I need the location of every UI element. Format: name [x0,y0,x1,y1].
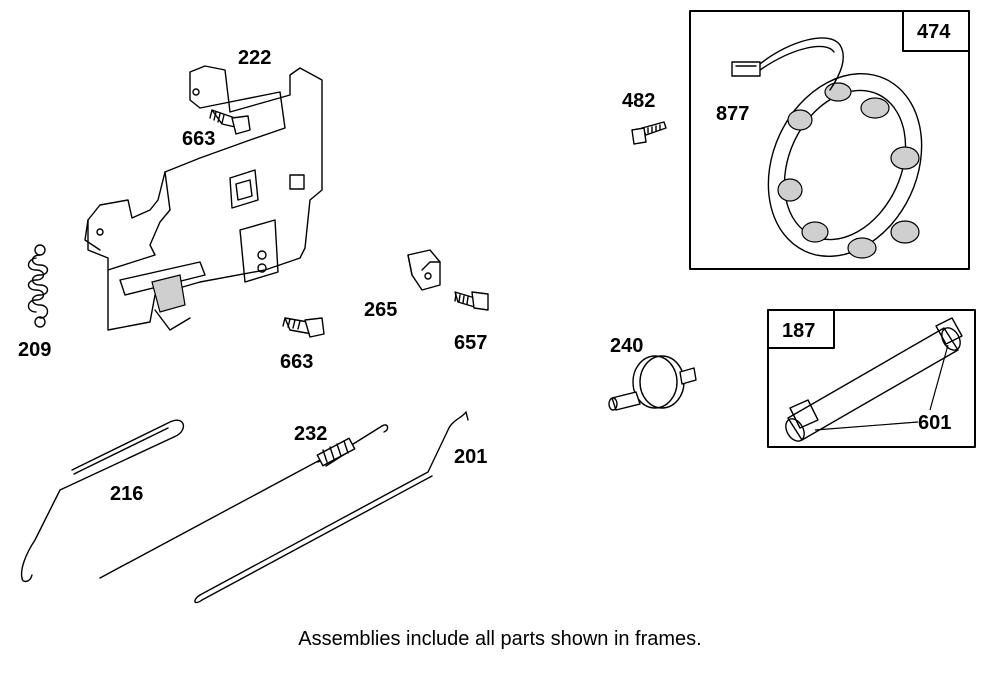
label-474: 474 [917,21,951,43]
label-657: 657 [454,332,487,354]
screw-482-drawing [631,121,667,145]
label-209: 209 [18,339,51,361]
bolt-663-upper-drawing [209,109,251,135]
fuel-line-frame-187 [767,309,976,448]
leader-601-a [814,421,919,431]
leader-601-b [929,344,949,411]
fuel-line-drawing [785,317,963,442]
bolt-663-lower-drawing [282,317,325,338]
label-601: 601 [918,412,951,434]
label-222: 222 [238,47,271,69]
label-240: 240 [610,335,643,357]
label-265: 265 [364,299,397,321]
clip-265-drawing [407,249,441,291]
label-187: 187 [782,320,815,342]
screw-657-drawing [454,291,489,311]
fuel-filter-240-drawing [608,355,697,411]
link-201-drawing [194,411,469,604]
label-663-lower: 663 [280,351,313,373]
stator-drawing [731,37,923,259]
label-201: 201 [454,446,487,468]
label-216: 216 [110,483,143,505]
label-232: 232 [294,423,327,445]
stator-frame-474 [689,10,970,270]
label-482: 482 [622,90,655,112]
governor-spring-209-drawing [27,244,49,328]
link-216-drawing [20,419,185,583]
spring-link-232-drawing [99,424,389,579]
label-663-upper: 663 [182,128,215,150]
label-877: 877 [716,103,749,125]
assembly-footnote: Assemblies include all parts shown in fr… [298,628,702,650]
control-bracket-drawing [84,65,323,331]
callout-labels: 222 663 209 663 265 657 482 877 474 240 … [18,21,951,505]
